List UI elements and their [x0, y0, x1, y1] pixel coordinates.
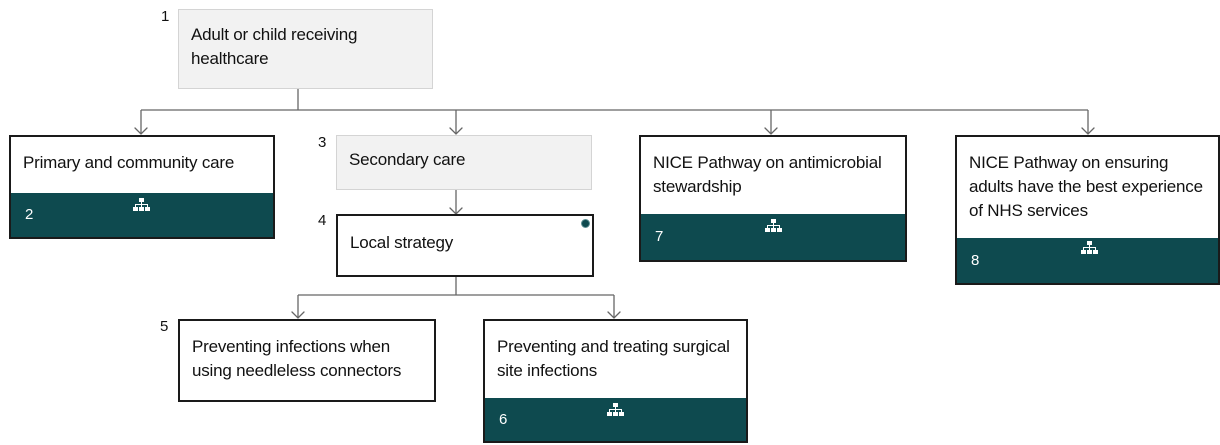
node-surgical-site-infections[interactable]: Preventing and treating surgical site in… [483, 319, 748, 443]
step-number-5: 5 [160, 318, 169, 335]
node-title: Secondary care [349, 150, 466, 169]
hierarchy-icon[interactable] [1081, 241, 1098, 255]
step-number-8: 8 [971, 252, 980, 269]
node-primary-and-community-care[interactable]: Primary and community care 2 [9, 135, 275, 239]
node-title: Preventing infections when using needlel… [192, 337, 402, 380]
node-title: NICE Pathway on ensuring adults have the… [969, 153, 1203, 220]
hierarchy-icon[interactable] [133, 198, 150, 212]
info-dot-icon[interactable] [581, 219, 590, 228]
step-number-3: 3 [318, 134, 327, 151]
step-number-7: 7 [655, 228, 664, 245]
node-title: Local strategy [350, 233, 454, 252]
node-antimicrobial-stewardship[interactable]: NICE Pathway on antimicrobial stewardshi… [639, 135, 907, 262]
node-footer: 8 [957, 238, 1218, 283]
step-number-4: 4 [318, 212, 327, 229]
node-footer: 2 [11, 193, 273, 237]
node-footer: 6 [485, 398, 746, 441]
node-secondary-care[interactable]: Secondary care [336, 135, 592, 190]
step-number-6: 6 [499, 411, 508, 428]
hierarchy-icon[interactable] [607, 403, 624, 417]
hierarchy-icon[interactable] [765, 219, 782, 233]
node-footer: 7 [641, 214, 905, 260]
node-adult-or-child-receiving-healthcare[interactable]: Adult or child receiving healthcare [178, 9, 433, 89]
node-needleless-connectors[interactable]: Preventing infections when using needlel… [178, 319, 436, 402]
step-number-2: 2 [25, 206, 34, 223]
node-best-experience-of-nhs-services[interactable]: NICE Pathway on ensuring adults have the… [955, 135, 1220, 285]
node-title: Adult or child receiving healthcare [191, 25, 358, 68]
node-title: Preventing and treating surgical site in… [497, 337, 730, 380]
node-local-strategy[interactable]: Local strategy [336, 214, 594, 277]
node-title: Primary and community care [23, 153, 235, 172]
node-title: NICE Pathway on antimicrobial stewardshi… [653, 153, 882, 196]
step-number-1: 1 [161, 8, 170, 25]
